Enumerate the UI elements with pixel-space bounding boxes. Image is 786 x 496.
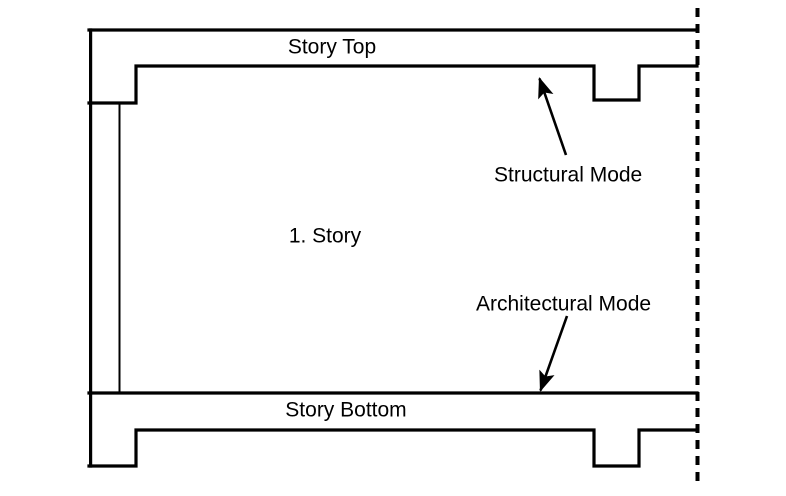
structural-mode-label: Structural Mode — [494, 164, 642, 187]
story-bottom-label: Story Bottom — [285, 399, 406, 422]
interior-wall-lines — [88, 101, 121, 395]
top-slab-lower-profile — [87, 64, 699, 105]
story-number-label: 1. Story — [289, 225, 362, 248]
architectural-mode-label: Architectural Mode — [476, 293, 651, 316]
bottom-slab — [87, 391, 699, 468]
architectural-mode-arrow — [539, 315, 569, 392]
top-slab — [87, 28, 699, 105]
bottom-slab-lower-profile — [87, 428, 699, 468]
structural-mode-arrow — [538, 77, 568, 156]
story-top-label: Story Top — [288, 36, 376, 59]
